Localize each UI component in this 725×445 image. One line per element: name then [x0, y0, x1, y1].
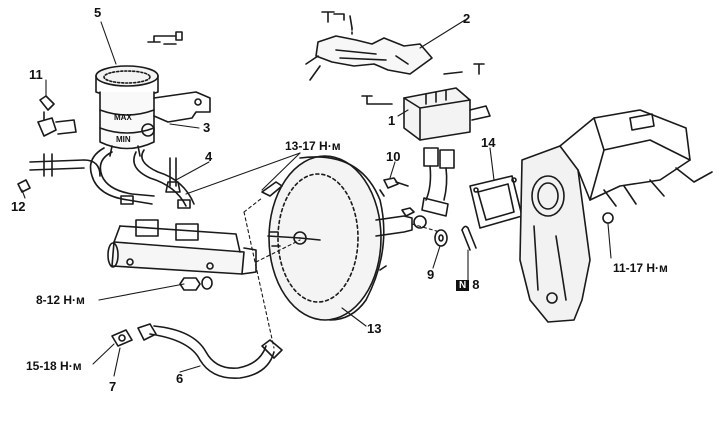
callout-1: 1 [388, 113, 396, 128]
fitting-part-4 [165, 157, 181, 193]
reservoir-hoses [89, 147, 195, 209]
callout-5: 5 [94, 5, 102, 20]
electrical-module [361, 63, 491, 141]
callout-7: 7 [109, 379, 117, 394]
callout-2: 2 [463, 11, 471, 26]
vacuum-hose [137, 323, 283, 379]
pedal-bracket [519, 109, 713, 323]
callout-13: 13 [367, 321, 382, 336]
callout-9: 9 [427, 267, 435, 282]
brake-booster [261, 155, 427, 321]
reservoir-min-mark: MIN [116, 135, 131, 144]
torque-pedal-bracket: 11-17 Н·м [613, 261, 668, 275]
callout-10: 10 [386, 149, 401, 164]
callout-3: 3 [203, 120, 211, 135]
callout-12: 12 [11, 199, 26, 214]
callout-6: 6 [176, 371, 184, 386]
connector-harness [421, 147, 455, 217]
bolt [383, 177, 409, 189]
brake-line-clamp [17, 153, 101, 193]
callout-14: 14 [481, 135, 496, 150]
callout-4: 4 [205, 149, 213, 164]
callout-11: 11 [29, 67, 43, 82]
torque-booster: 13-17 Н·м [285, 139, 341, 153]
master-cylinder [107, 219, 257, 275]
n-badge: N [456, 280, 470, 291]
hose-clip [37, 95, 77, 137]
washer [434, 229, 448, 247]
check-valve [111, 329, 133, 347]
wiring-bracket [305, 11, 433, 81]
gasket [469, 175, 523, 229]
torque-master-cylinder-nut: 8-12 Н·м [36, 293, 85, 307]
reservoir-max-mark: MAX [114, 113, 132, 122]
mounting-nut [179, 276, 213, 291]
clevis-pin [461, 225, 477, 251]
callout-8-number: 8 [472, 277, 480, 292]
torque-union: 15-18 Н·м [26, 359, 82, 373]
brake-fluid-reservoir [95, 31, 211, 157]
